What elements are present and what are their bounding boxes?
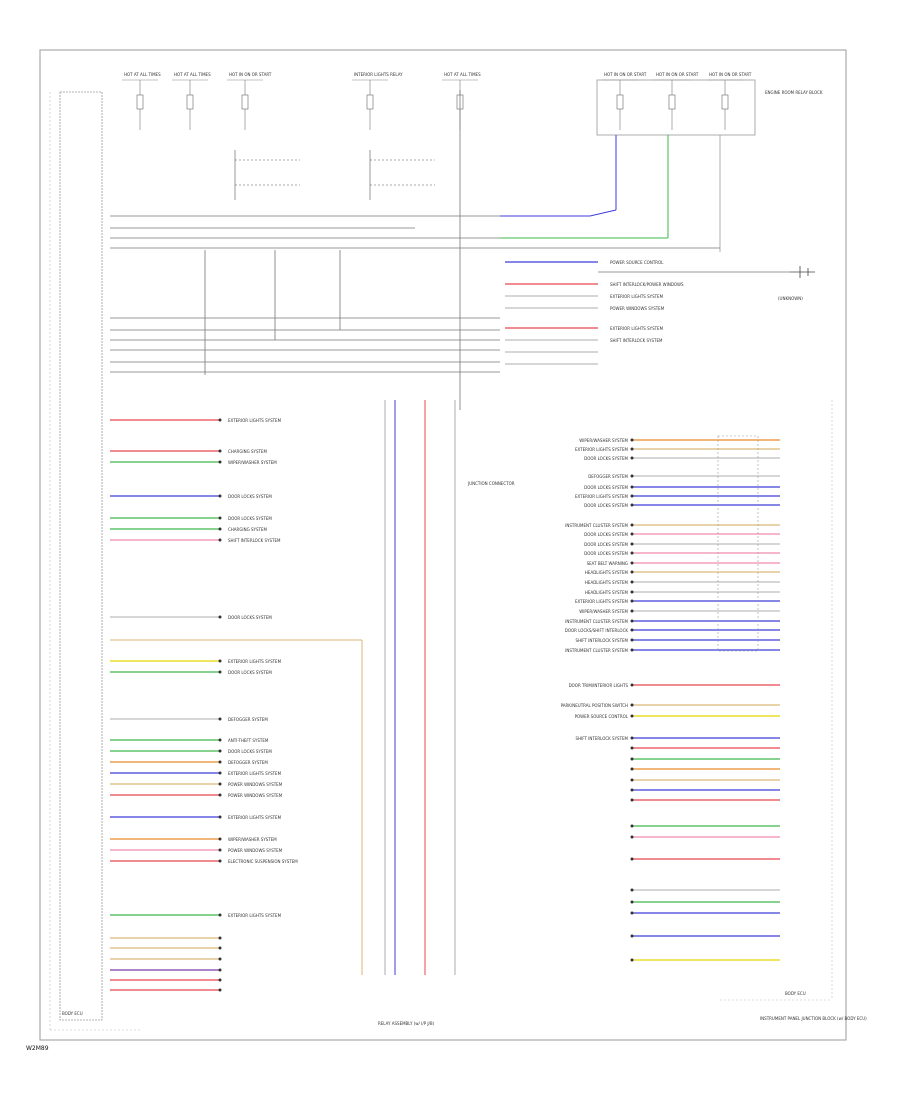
right-module-label: BODY ECU	[785, 991, 806, 996]
bottom-right-label: INSTRUMENT PANEL JUNCTION BLOCK (w/ BODY…	[760, 1016, 867, 1021]
left-wire-stubs: EXTERIOR LIGHTS SYSTEM CHARGING SYSTEM WIP…	[110, 418, 298, 992]
fuse-label: HOT IN ON OR START	[604, 72, 647, 77]
fuse-icon	[366, 94, 374, 110]
fuse-icon	[241, 94, 249, 110]
left-wire-system-label: EXTERIOR LIGHTS SYSTEM	[228, 418, 282, 423]
fuse-label: INTERIOR LIGHTS RELAY	[354, 72, 403, 77]
left-wire-system-label: EXTERIOR LIGHTS SYSTEM	[228, 659, 282, 664]
fuse-icon	[668, 94, 676, 110]
left-wire-system-label: EXTERIOR LIGHTS SYSTEM	[228, 815, 282, 820]
left-module-box	[59, 91, 103, 1021]
right-wire-system-label: DOOR LOCKS SYSTEM	[584, 456, 628, 461]
top-right-relay-box	[596, 79, 756, 136]
left-wire-system-label: DOOR LOCKS SYSTEM	[228, 615, 272, 620]
diagram-footer-code: W2M89	[26, 1045, 49, 1052]
fuse-label: HOT AT ALL TIMES	[124, 72, 161, 77]
upper-wires: POWER SOURCE CONTROL SHIFT INTERLOCK/POWE…	[110, 215, 790, 373]
junction-connector	[717, 435, 759, 652]
fuse-icon	[136, 94, 144, 110]
left-wire-system-label: EXTERIOR LIGHTS SYSTEM	[228, 913, 282, 918]
right-wire-system-label: WIPER/WASHER SYSTEM	[579, 609, 628, 614]
top-right-relay-label: ENGINE ROOM RELAY BLOCK	[765, 90, 823, 95]
right-wire-system-label: DOOR TRIM/INTERIOR LIGHTS	[569, 683, 629, 688]
fuse-icon	[616, 94, 624, 110]
left-module-label: BODY ECU	[62, 1011, 83, 1016]
left-wire-system-label: EXTERIOR LIGHTS SYSTEM	[228, 771, 282, 776]
left-wire-system-label: CHARGING SYSTEM	[228, 527, 267, 532]
fuse-label: HOT IN ON OR START	[709, 72, 752, 77]
unknown-label: (UNKNOWN)	[778, 296, 803, 301]
fuse-icon	[721, 94, 729, 110]
mid-wire-system-label: EXTERIOR LIGHTS SYSTEM	[610, 326, 664, 331]
right-wire-system-label: SHIFT INTERLOCK SYSTEM	[576, 736, 629, 741]
right-wire-system-label: DOOR LOCKS/SHIFT INTERLOCK	[565, 628, 629, 633]
fuse-icon	[186, 94, 194, 110]
right-wire-stubs: WIPER/WASHER SYSTEM EXTERIOR LIGHTS SYSTE…	[561, 438, 780, 962]
mid-wire-system-label: SHIFT INTERLOCK SYSTEM	[610, 338, 663, 343]
right-wire-system-label: INSTRUMENT CLUSTER SYSTEM	[565, 619, 628, 624]
left-wire-system-label: DEFOGGER SYSTEM	[228, 717, 268, 722]
right-wire-system-label: POWER SOURCE CONTROL	[575, 714, 629, 719]
right-wire-system-label: EXTERIOR LIGHTS SYSTEM	[575, 599, 629, 604]
outer-frame	[39, 49, 847, 1041]
right-wire-system-label: DOOR LOCKS SYSTEM	[584, 542, 628, 547]
left-wire-system-label: DOOR LOCKS SYSTEM	[228, 516, 272, 521]
left-wire-system-label: WIPER/WASHER SYSTEM	[228, 837, 277, 842]
mid-wire-system-label: POWER SOURCE CONTROL	[610, 260, 664, 265]
left-wire-system-label: DOOR LOCKS SYSTEM	[228, 670, 272, 675]
left-wire-system-label: DEFOGGER SYSTEM	[228, 760, 268, 765]
switch-area	[234, 150, 435, 200]
left-wire-system-label: POWER WINDOWS SYSTEM	[228, 848, 283, 853]
left-wire-system-label: POWER WINDOWS SYSTEM	[228, 793, 283, 798]
fuse-label: HOT AT ALL TIMES	[444, 72, 481, 77]
right-wire-system-label: SEAT BELT WARNING	[587, 561, 628, 566]
fuse-label: HOT IN ON OR START	[656, 72, 699, 77]
bottom-center-label: RELAY ASSEMBLY (w/ I/P J/B)	[378, 1021, 435, 1026]
right-wire-system-label: WIPER/WASHER SYSTEM	[579, 438, 628, 443]
right-wire-system-label: HEADLIGHTS SYSTEM	[585, 590, 629, 595]
right-wire-system-label: DEFOGGER SYSTEM	[588, 474, 628, 479]
center-vertical-wires	[110, 90, 461, 975]
left-wire-system-label: SHIFT INTERLOCK SYSTEM	[228, 538, 281, 543]
ground-symbol	[790, 266, 815, 278]
left-wire-system-label: DOOR LOCKS SYSTEM	[228, 494, 272, 499]
left-wire-system-label: ELECTRONIC SUSPENSION SYSTEM	[228, 859, 298, 864]
right-wire-system-label: PARK/NEUTRAL POSITION SWITCH	[561, 703, 628, 708]
right-wire-system-label: SHIFT INTERLOCK SYSTEM	[576, 638, 629, 643]
mid-wire-system-label: SHIFT INTERLOCK/POWER WINDOWS	[610, 282, 684, 287]
left-wire-system-label: CHARGING SYSTEM	[228, 449, 267, 454]
junction-connector-label: JUNCTION CONNECTOR	[467, 481, 515, 486]
right-wire-system-label: DOOR LOCKS SYSTEM	[584, 503, 628, 508]
right-wire-system-label: INSTRUMENT CLUSTER SYSTEM	[565, 648, 628, 653]
right-wire-system-label: EXTERIOR LIGHTS SYSTEM	[575, 447, 629, 452]
fuse-label: HOT AT ALL TIMES	[174, 72, 211, 77]
right-wire-system-label: HEADLIGHTS SYSTEM	[585, 580, 629, 585]
left-wire-system-label: DOOR LOCKS SYSTEM	[228, 749, 272, 754]
left-wire-system-label: WIPER/WASHER SYSTEM	[228, 460, 277, 465]
right-wire-system-label: INSTRUMENT CLUSTER SYSTEM	[565, 523, 628, 528]
mid-wire-system-label: EXTERIOR LIGHTS SYSTEM	[610, 294, 664, 299]
right-wire-system-label: EXTERIOR LIGHTS SYSTEM	[575, 494, 629, 499]
fuse-block-top: HOT AT ALL TIMES HOT AT ALL TIMES HOT IN O…	[122, 72, 752, 130]
left-wire-system-label: ANTI-THEFT SYSTEM	[228, 738, 269, 743]
right-wire-system-label: HEADLIGHTS SYSTEM	[585, 570, 629, 575]
left-wire-system-label: POWER WINDOWS SYSTEM	[228, 782, 283, 787]
right-wire-system-label: DOOR LOCKS SYSTEM	[584, 532, 628, 537]
right-wire-system-label: DOOR LOCKS SYSTEM	[584, 485, 628, 490]
mid-wire-system-label: POWER WINDOWS SYSTEM	[610, 306, 665, 311]
right-wire-system-label: DOOR LOCKS SYSTEM	[584, 551, 628, 556]
fuse-label: HOT IN ON OR START	[229, 72, 272, 77]
